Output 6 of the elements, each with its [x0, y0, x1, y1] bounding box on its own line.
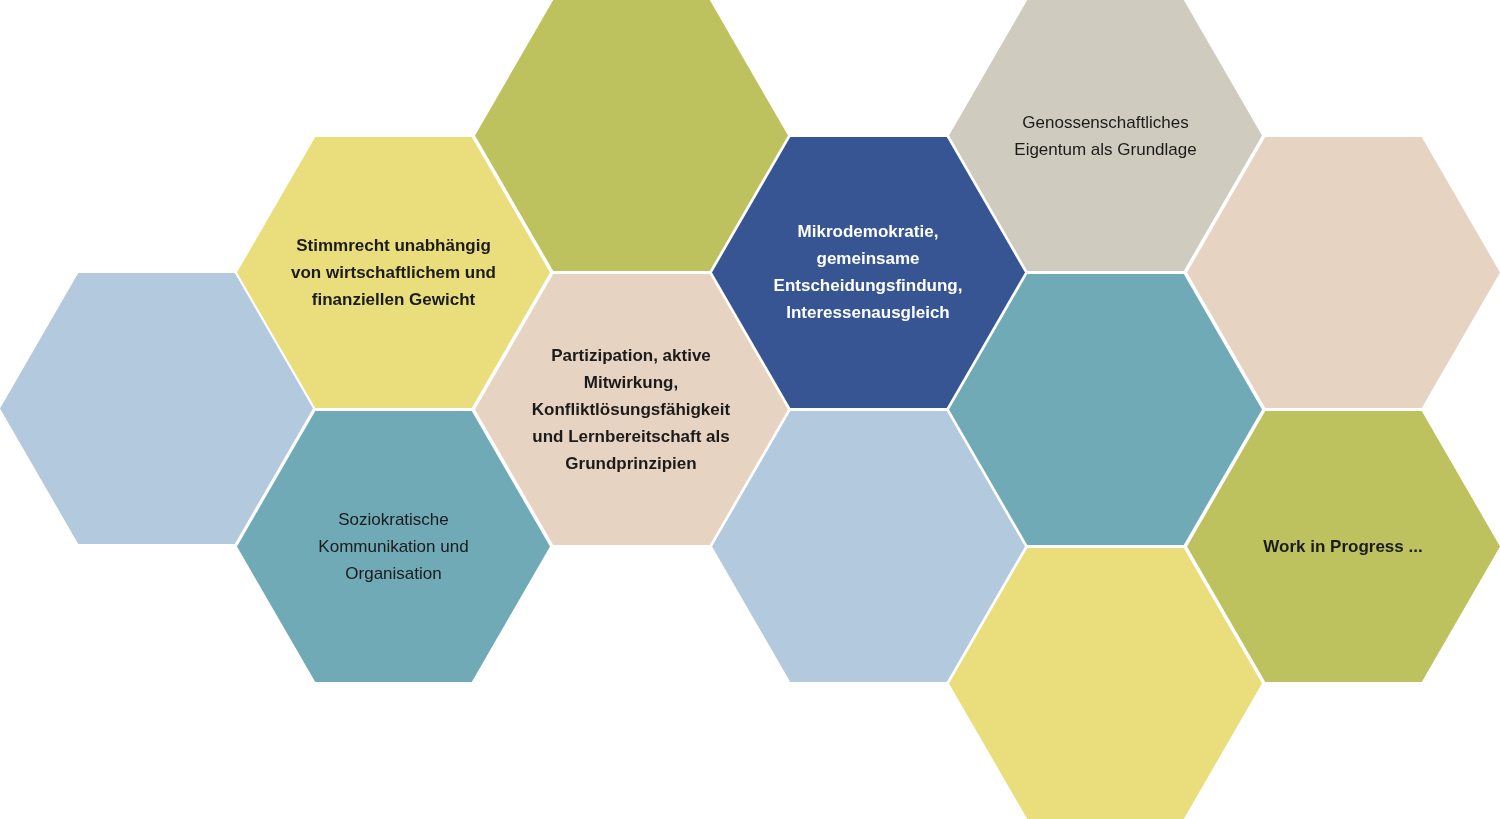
hexagon-label: Mikrodemokratie, gemeinsame Entscheidungsfindung, Interessenausgleich: [772, 221, 964, 324]
hexagon-label: Work in Progress ...: [1263, 535, 1423, 558]
hexagon-label: Soziokratische Kommunikation und Organisation: [317, 508, 470, 585]
hexagon-label: Stimmrecht unabhängig von wirtschaftlichem und finanziellen Gewicht: [290, 234, 497, 311]
hexagon-label: Partizipation, aktive Mitwirkung, Konfliktlösungsfähigkeit und Lernbereitschaft als Grundprinzipien: [530, 344, 732, 475]
hexagon-label: Genossenschaftliches Eigentum als Grundlage: [1013, 111, 1198, 161]
